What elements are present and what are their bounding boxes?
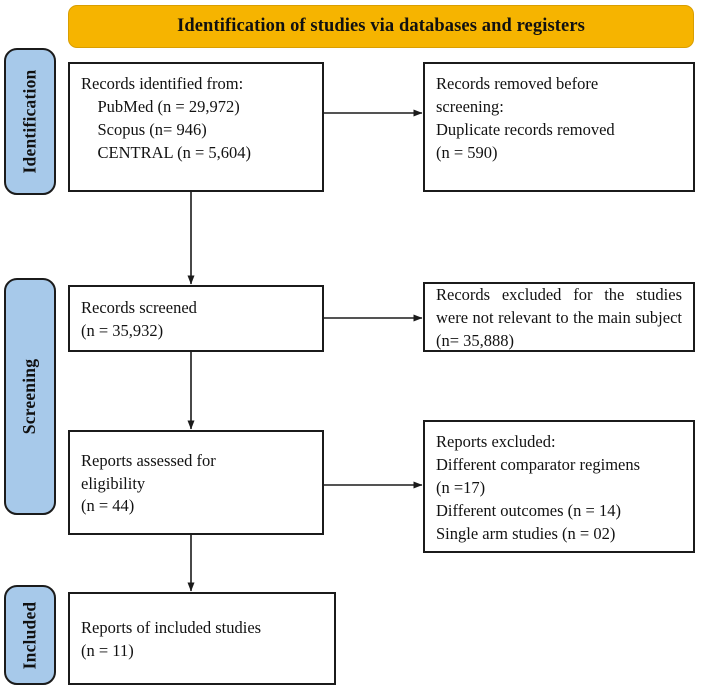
box-reports-included: Reports of included studies (n = 11)	[68, 592, 336, 685]
box-reports-excluded-eligibility: Reports excluded: Different comparator r…	[423, 420, 695, 553]
stage-label-included: Included	[19, 601, 40, 669]
identification-banner: Identification of studies via databases …	[68, 5, 694, 48]
box-records-screened: Records screened (n = 35,932)	[68, 285, 324, 352]
box-reports-assessed-eligibility: Reports assessed for eligibility (n = 44…	[68, 430, 324, 535]
box-records-screened-text: Records screened (n = 35,932)	[81, 298, 197, 340]
box-records-excluded-screening-text: Records excluded for the studies were no…	[436, 285, 682, 350]
box-records-excluded-screening: Records excluded for the studies were no…	[423, 282, 695, 352]
stage-bar-identification: Identification	[4, 48, 56, 195]
box-reports-excluded-eligibility-text: Reports excluded: Different comparator r…	[436, 432, 641, 543]
box-records-removed: Records removed before screening: Duplic…	[423, 62, 695, 192]
box-records-identified-text: Records identified from: PubMed (n = 29,…	[81, 74, 252, 162]
box-records-removed-text: Records removed before screening: Duplic…	[436, 74, 615, 162]
stage-label-screening: Screening	[19, 358, 40, 435]
banner-title: Identification of studies via databases …	[177, 16, 585, 36]
box-records-identified: Records identified from: PubMed (n = 29,…	[68, 62, 324, 192]
stage-bar-included: Included	[4, 585, 56, 685]
stage-bar-screening: Screening	[4, 278, 56, 515]
box-reports-assessed-eligibility-text: Reports assessed for eligibility (n = 44…	[81, 450, 216, 516]
stage-label-identification: Identification	[19, 69, 40, 174]
box-reports-included-text: Reports of included studies (n = 11)	[81, 618, 262, 660]
